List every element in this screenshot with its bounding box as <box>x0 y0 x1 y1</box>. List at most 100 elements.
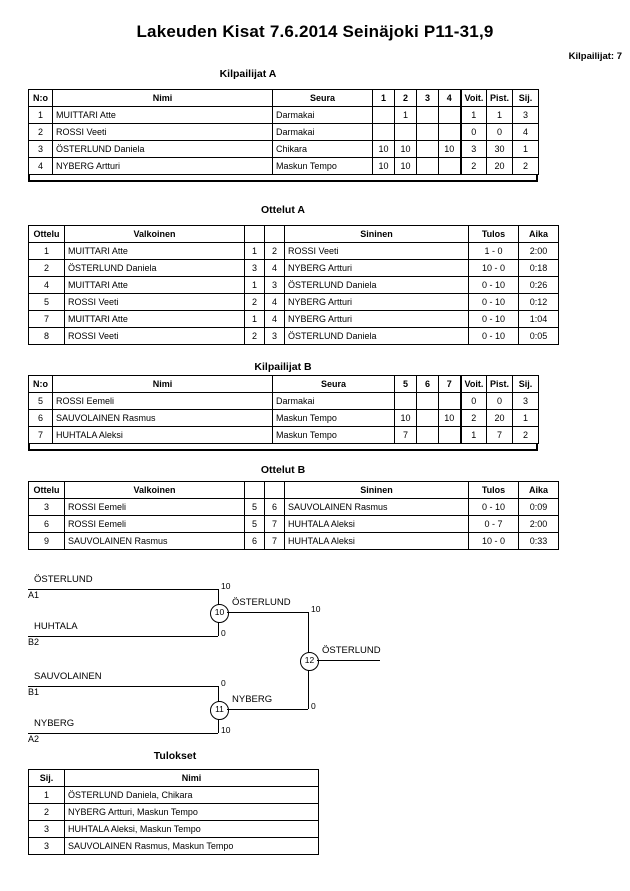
table-row: 7 HUHTALA Aleksi Maskun Tempo 7 1 7 2 <box>28 426 539 444</box>
cell-score <box>438 392 461 410</box>
results-header-row: Sij. Nimi <box>28 769 319 787</box>
col-name: Nimi <box>64 769 319 787</box>
cell-result: 0 - 10 <box>468 276 519 294</box>
table-row: 5 ROSSI Veeti 2 4 NYBERG Artturi 0 - 10 … <box>28 293 559 311</box>
col-opp-5: 5 <box>394 375 417 393</box>
table-row: 2 ÖSTERLUND Daniela 3 4 NYBERG Artturi 1… <box>28 259 559 277</box>
cell-score: 10 <box>438 140 461 158</box>
cell-score <box>438 157 461 175</box>
cell-blue: SAUVOLAINEN Rasmus <box>284 498 469 516</box>
bracket-score-top: 10 <box>311 604 321 614</box>
col-wins: Voit. <box>459 375 487 393</box>
cell-match: 2 <box>28 259 65 277</box>
cell-club: Darmakai <box>272 123 373 141</box>
bracket-winner-line <box>227 612 308 613</box>
cell-time: 0:33 <box>518 532 559 550</box>
cell-name: HUHTALA Aleksi <box>52 426 273 444</box>
cell-club: Darmakai <box>272 392 395 410</box>
cell-white-no: 2 <box>244 327 265 345</box>
cell-rank: 2 <box>28 803 65 821</box>
cell-score: 10 <box>372 140 395 158</box>
cell-result: 0 - 7 <box>468 515 519 533</box>
cell-white: ROSSI Veeti <box>64 293 245 311</box>
cell-club: Darmakai <box>272 106 373 124</box>
col-opp-7: 7 <box>438 375 461 393</box>
cell-name: ÖSTERLUND Daniela <box>52 140 273 158</box>
table-row: 5 ROSSI Eemeli Darmakai 0 0 3 <box>28 392 539 410</box>
bracket-score-bottom: 10 <box>221 725 231 735</box>
col-blue-no <box>264 225 285 243</box>
col-white-no <box>244 481 265 499</box>
cell-no: 5 <box>28 392 53 410</box>
cell-result: 0 - 10 <box>468 327 519 345</box>
bracket-seed-code: A1 <box>28 590 40 600</box>
cell-time: 0:12 <box>518 293 559 311</box>
cell-result: 0 - 10 <box>468 293 519 311</box>
table-row: 6 ROSSI Eemeli 5 7 HUHTALA Aleksi 0 - 7 … <box>28 515 559 533</box>
bracket-score-bottom: 0 <box>221 628 226 638</box>
cell-white: MUITTARI Atte <box>64 242 245 260</box>
competitors-count: Kilpailijat: 7 <box>568 51 622 62</box>
table-row: 7 MUITTARI Atte 1 4 NYBERG Artturi 0 - 1… <box>28 310 559 328</box>
cell-time: 0:18 <box>518 259 559 277</box>
cell-blue-no: 2 <box>264 242 285 260</box>
cell-white: MUITTARI Atte <box>64 276 245 294</box>
bracket-winner-line <box>227 709 308 710</box>
table-row: 2 ROSSI Veeti Darmakai 0 0 4 <box>28 123 539 141</box>
table-row: 3 HUHTALA Aleksi, Maskun Tempo <box>28 820 319 838</box>
cell-time: 0:05 <box>518 327 559 345</box>
pool-b-header-row: N:o Nimi Seura 5 6 7 Voit. Pist. Sij. <box>28 375 539 393</box>
pool-a-table: N:o Nimi Seura 1 2 3 4 Voit. Pist. Sij. … <box>28 89 539 175</box>
cell-time: 2:00 <box>518 515 559 533</box>
col-white-no <box>244 225 265 243</box>
bracket-seed-name: SAUVOLAINEN <box>34 671 102 682</box>
col-club: Seura <box>272 89 373 107</box>
cell-club: Chikara <box>272 140 373 158</box>
cell-blue: NYBERG Artturi <box>284 310 469 328</box>
cell-wins: 2 <box>459 409 487 427</box>
table-row: 4 NYBERG Artturi Maskun Tempo 10 10 2 20… <box>28 157 539 175</box>
col-white: Valkoinen <box>64 225 245 243</box>
cell-white: MUITTARI Atte <box>64 310 245 328</box>
cell-rank: 3 <box>512 106 539 124</box>
col-rank: Sij. <box>512 375 539 393</box>
cell-score: 10 <box>438 409 461 427</box>
cell-no: 6 <box>28 409 53 427</box>
cell-time: 2:00 <box>518 242 559 260</box>
cell-points: 20 <box>486 409 513 427</box>
cell-rank: 1 <box>28 786 65 804</box>
cell-rank: 2 <box>512 157 539 175</box>
cell-blue: HUHTALA Aleksi <box>284 532 469 550</box>
cell-score <box>416 157 439 175</box>
bracket-champion-line <box>317 660 380 661</box>
cell-rank: 3 <box>512 392 539 410</box>
cell-rank: 1 <box>512 409 539 427</box>
cell-score <box>372 106 395 124</box>
cell-white-no: 5 <box>244 498 265 516</box>
cell-no: 4 <box>28 157 53 175</box>
bracket-seed-line <box>28 589 218 590</box>
col-blue: Sininen <box>284 225 469 243</box>
cell-score <box>416 140 439 158</box>
cell-points: 0 <box>486 123 513 141</box>
bracket-seed-line <box>28 733 218 734</box>
cell-club: Maskun Tempo <box>272 409 395 427</box>
bracket-seed-code: A2 <box>28 734 40 744</box>
bracket-winner-name: ÖSTERLUND <box>232 597 291 608</box>
col-match: Ottelu <box>28 225 65 243</box>
cell-rank: 3 <box>28 820 65 838</box>
col-rank: Sij. <box>28 769 65 787</box>
cell-points: 7 <box>486 426 513 444</box>
cell-no: 7 <box>28 426 53 444</box>
cell-time: 1:04 <box>518 310 559 328</box>
matches-b-table: Ottelu Valkoinen Sininen Tulos Aika 3 RO… <box>28 481 559 550</box>
cell-match: 4 <box>28 276 65 294</box>
bracket-score-top: 0 <box>221 678 226 688</box>
cell-no: 1 <box>28 106 53 124</box>
cell-match: 3 <box>28 498 65 516</box>
cell-white-no: 5 <box>244 515 265 533</box>
cell-name: HUHTALA Aleksi, Maskun Tempo <box>64 820 319 838</box>
col-time: Aika <box>518 481 559 499</box>
cell-score: 7 <box>394 426 417 444</box>
col-wins: Voit. <box>459 89 487 107</box>
